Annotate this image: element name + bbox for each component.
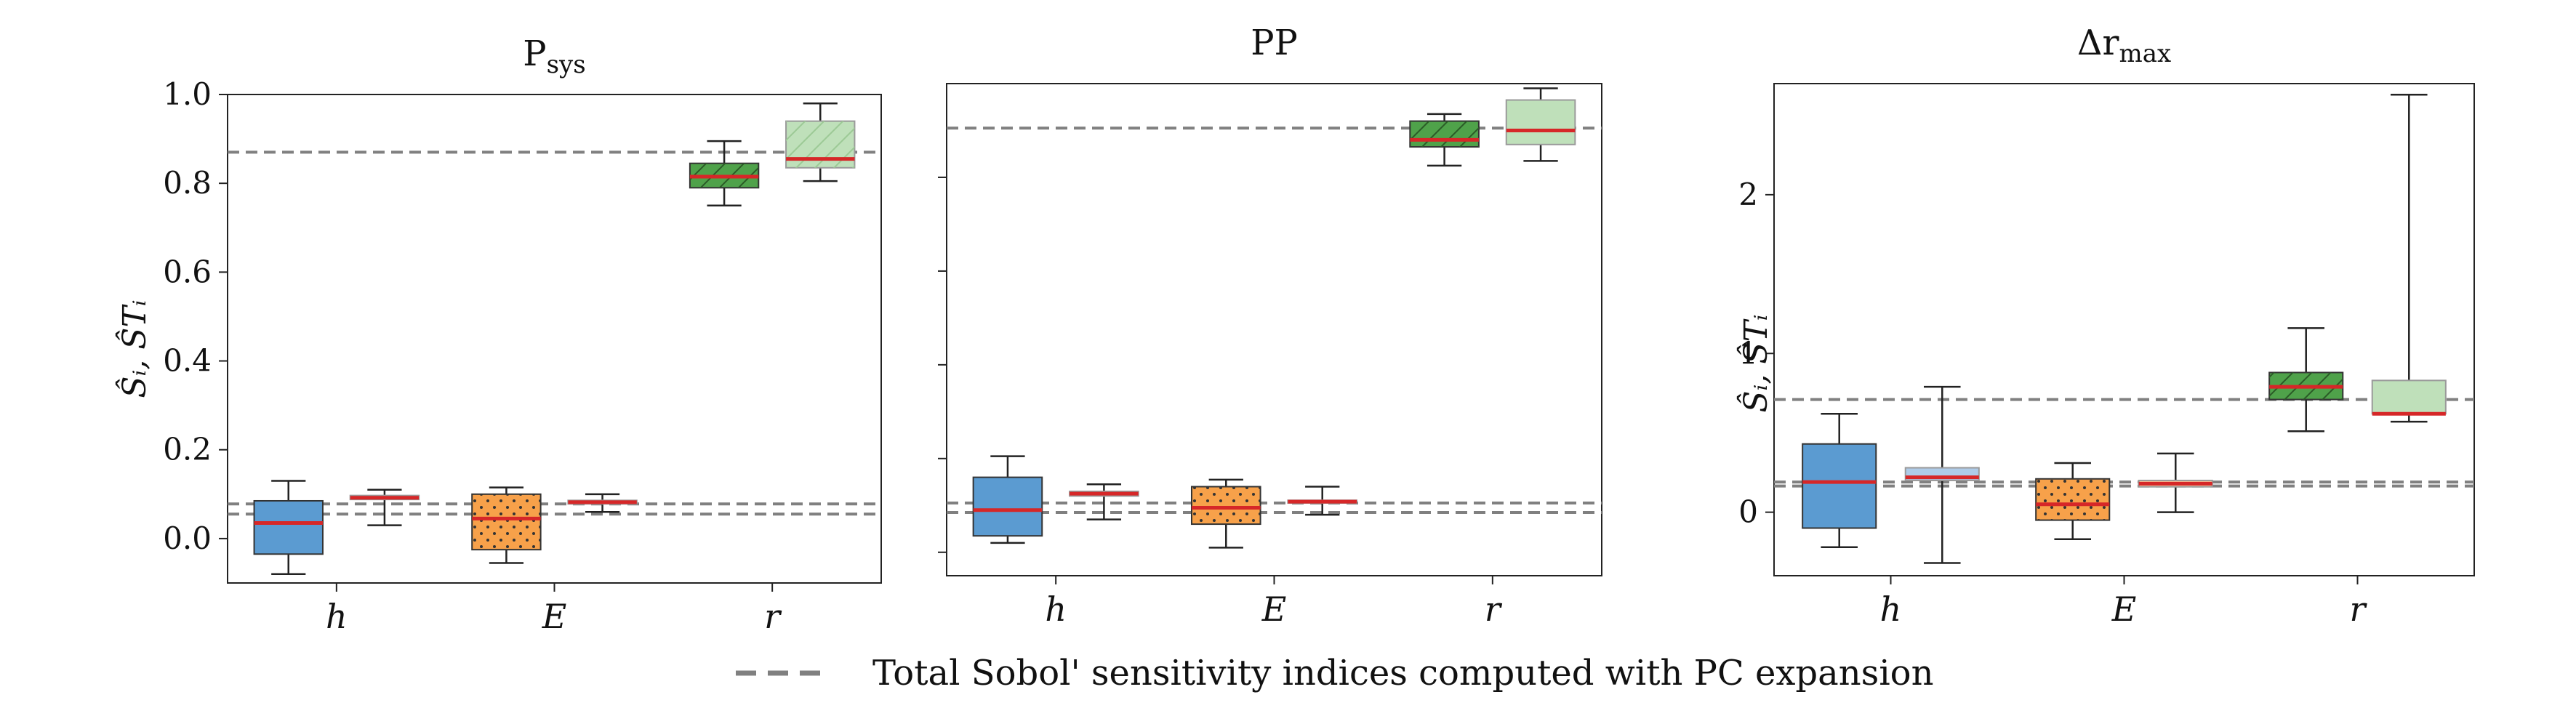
y-tick-label: 1	[1738, 335, 1758, 371]
y-tick-label: 0.8	[163, 165, 212, 201]
box-r-first	[689, 140, 760, 206]
box-h-total	[1069, 483, 1139, 520]
y-tick-label: 2	[1738, 177, 1758, 212]
box-E-total	[1287, 486, 1358, 516]
axes-frame	[1773, 83, 2475, 576]
box-r-first	[1409, 113, 1480, 167]
y-tick-label: 0	[1738, 494, 1758, 530]
box-r-total	[2371, 94, 2447, 423]
box-h-first	[1802, 412, 1877, 548]
y-axis-label: Ŝᵢ, ŜTᵢ	[115, 299, 153, 398]
y-tick-label: 0.6	[163, 254, 212, 289]
y-tick-label: 0.2	[163, 432, 212, 467]
panel-title: Δrmax	[2077, 23, 2171, 68]
box-E-first	[1190, 478, 1261, 549]
panel-title: Psys	[523, 33, 585, 79]
axes-frame	[227, 94, 882, 584]
x-tick-label: r	[1485, 590, 1503, 629]
y-tick-label: 0.4	[163, 343, 212, 379]
legend-label: Total Sobol' sensitivity indices compute…	[872, 653, 1933, 693]
box-E-first	[2035, 462, 2111, 541]
x-tick-label: E	[542, 597, 567, 636]
box-r-total	[785, 102, 856, 182]
box-r-first	[2268, 327, 2344, 433]
x-tick-label: r	[764, 597, 782, 636]
x-tick-label: h	[326, 597, 348, 636]
box-h-first	[253, 480, 324, 576]
box-E-first	[471, 486, 542, 564]
y-tick-label: 1.0	[163, 76, 212, 112]
box-h-first	[972, 455, 1043, 544]
box-E-total	[2138, 452, 2213, 513]
legend: Total Sobol' sensitivity indices compute…	[736, 653, 1933, 693]
box-r-total	[1505, 87, 1576, 162]
box-E-total	[567, 493, 638, 513]
x-tick-label: E	[1261, 590, 1287, 629]
y-tick-label: 0.0	[163, 520, 212, 556]
x-tick-label: h	[1880, 590, 1902, 629]
x-tick-label: r	[2350, 590, 2368, 629]
panel-title: PP	[1251, 23, 1298, 63]
box-h-total	[1904, 385, 1980, 564]
box-h-total	[349, 488, 420, 526]
x-tick-label: h	[1045, 590, 1067, 629]
y-axis-label: Ŝᵢ, ŜTᵢ	[1736, 314, 1775, 412]
x-tick-label: E	[2111, 590, 2137, 629]
